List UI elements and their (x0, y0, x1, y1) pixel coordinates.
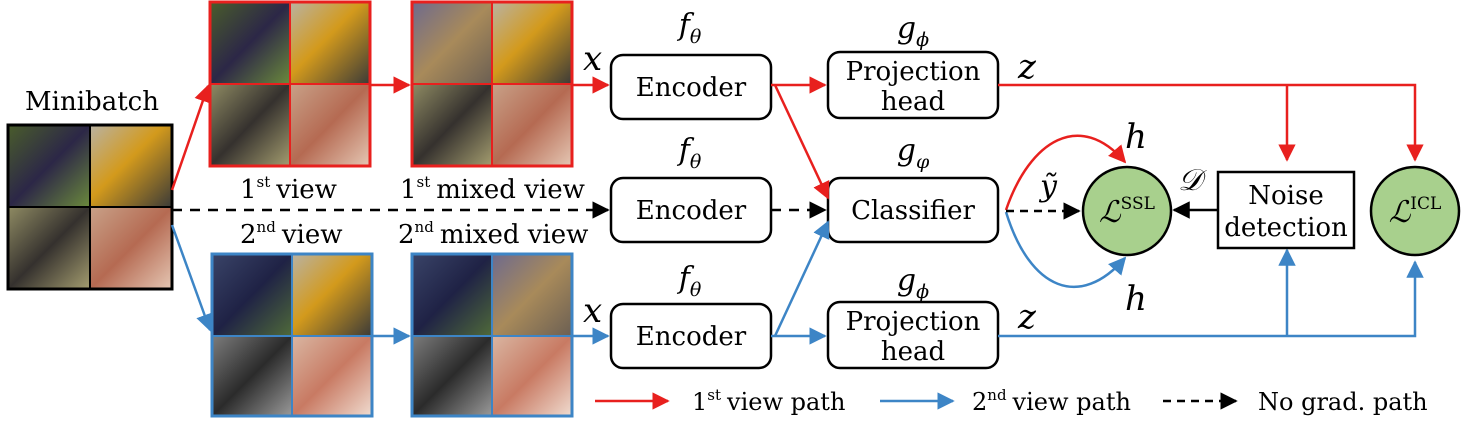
projection-head-bot: gϕ Projection head (826, 263, 1000, 370)
encoder-bot-symbol: fθ (677, 261, 702, 301)
minibatch-image-grid (6, 123, 174, 291)
h-label-bot: h (1125, 279, 1147, 319)
first-mixed-view-image-grid (410, 0, 574, 168)
projection-bot-symbol: gϕ (897, 263, 929, 303)
projection-head-top: gϕ Projection head (826, 11, 1000, 120)
arrow-classifier-to-ssl-h-bot (1004, 211, 1127, 288)
arrow-z-top-to-icl (998, 83, 1424, 162)
loss-icl-node: ℒICL (1369, 165, 1461, 257)
projection-top-line1: Projection (846, 57, 981, 87)
encoder-top-label: Encoder (636, 73, 747, 103)
minibatch-label: Minibatch (25, 87, 159, 117)
encoder-mid-label: Encoder (636, 196, 747, 226)
z-label-bot: z (1017, 297, 1037, 337)
second-view-image-grid (210, 252, 374, 418)
h-label-top: h (1125, 117, 1147, 157)
arrow-encoder-top-to-classifier (773, 84, 830, 200)
classifier: gφ Classifier (826, 133, 1000, 244)
x-label-bot: x (583, 291, 602, 331)
noise-detection-box: Noise detection (1216, 170, 1356, 250)
arrow-encoder-bot-to-classifier (773, 220, 830, 337)
projection-top-line2: head (881, 87, 945, 117)
loss-ssl-label: ℒSSL (1099, 194, 1155, 230)
noise-detection-line1: Noise (1248, 181, 1323, 211)
projection-top-symbol: gϕ (897, 11, 929, 51)
encoder-mid: fθ Encoder (609, 133, 773, 244)
loss-icl-label: ℒICL (1389, 194, 1442, 230)
encoder-top-symbol: fθ (677, 8, 702, 48)
arrow-minibatch-to-first-view (170, 84, 212, 191)
classifier-symbol: gφ (897, 133, 930, 173)
x-label-top: x (583, 39, 602, 79)
first-view-image-grid (208, 0, 372, 168)
loss-ssl-node: ℒSSL (1081, 165, 1173, 257)
encoder-top: fθ Encoder (609, 8, 773, 121)
projection-bot-line1: Projection (846, 307, 981, 337)
encoder-bot-label: Encoder (636, 322, 747, 352)
d-label: 𝒟 (1178, 163, 1207, 198)
arrow-minibatch-to-second-view (170, 224, 213, 332)
z-label-top: z (1017, 47, 1037, 87)
legend-no-grad-label: No grad. path (1258, 388, 1428, 416)
y-tilde-label: ỹ (1038, 169, 1058, 204)
noise-detection-line2: detection (1224, 213, 1348, 243)
classifier-label: Classifier (851, 196, 975, 226)
encoder-bot: fθ Encoder (609, 261, 773, 370)
second-mixed-view-image-grid (410, 252, 574, 418)
projection-bot-line2: head (881, 337, 945, 367)
arrow-z-bot-to-icl (998, 260, 1424, 338)
arrow-classifier-to-ssl-h-top (1004, 134, 1127, 211)
encoder-mid-symbol: fθ (677, 133, 702, 173)
